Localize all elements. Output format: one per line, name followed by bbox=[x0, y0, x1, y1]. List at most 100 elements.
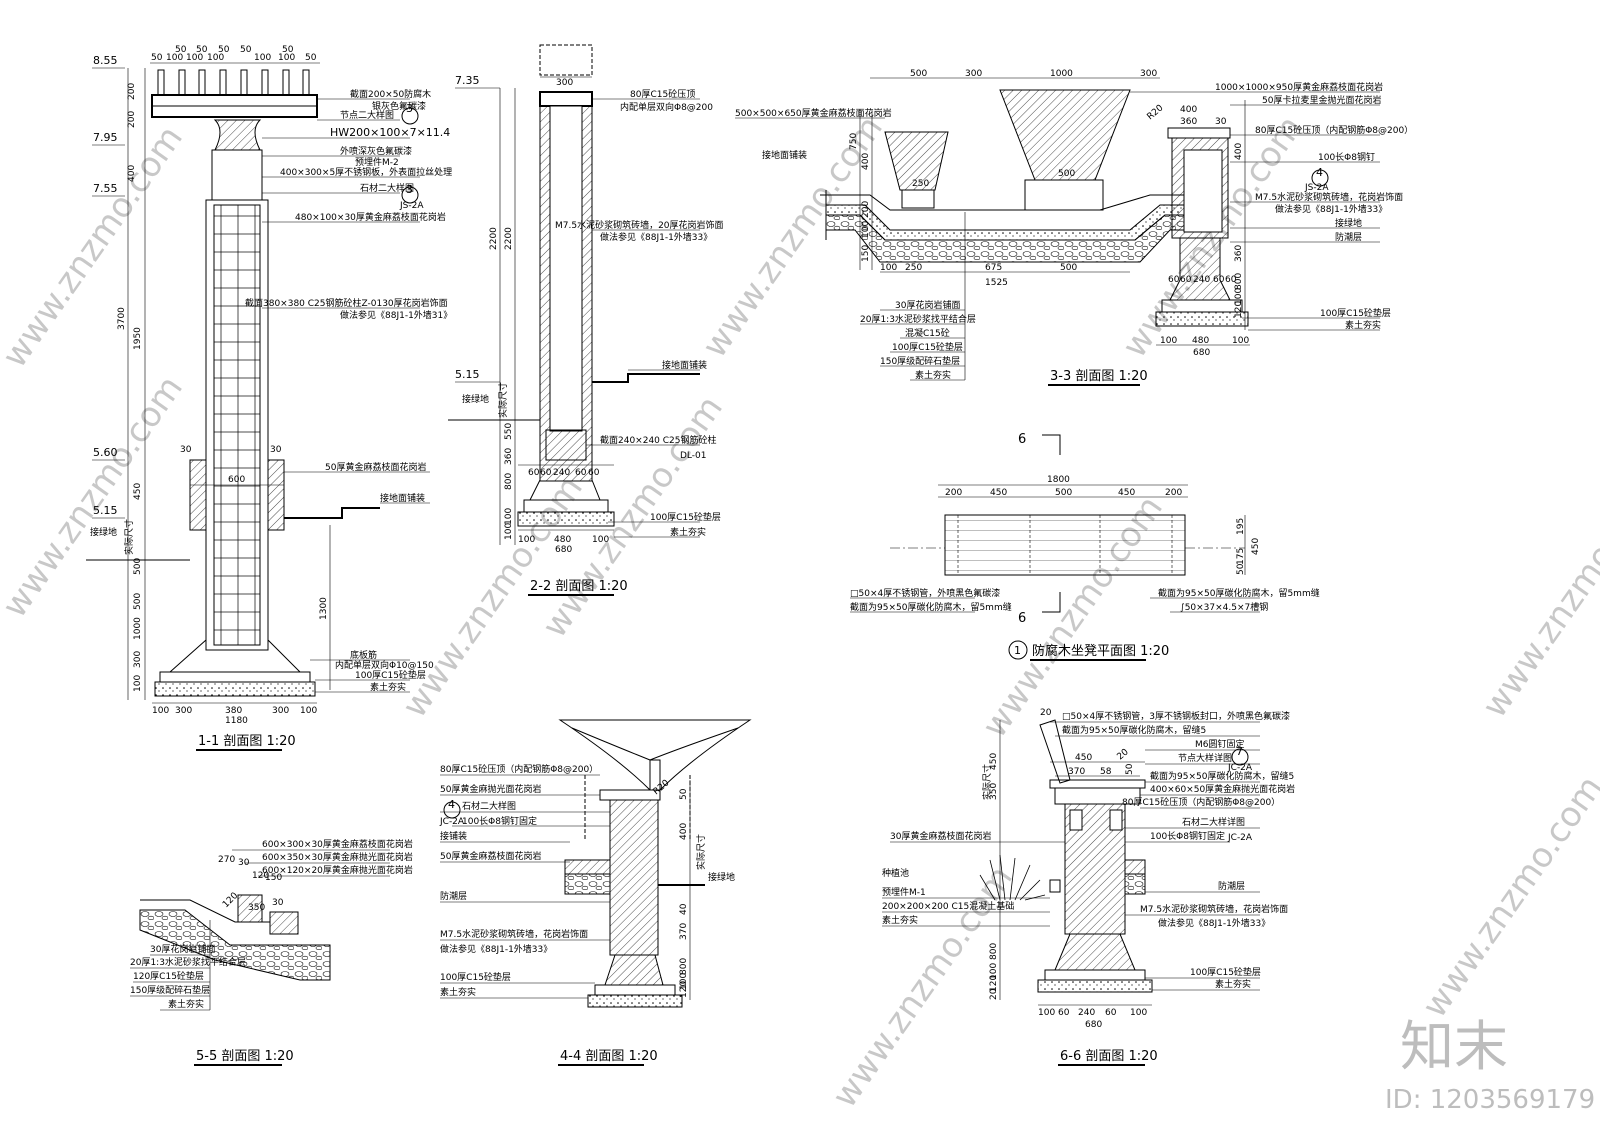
callout-text: 80厚C15砼压顶（内配钢筋Φ8@200） bbox=[1255, 124, 1413, 136]
callout-text: 截面380×380 C25钢筋砼柱Z-0130厚花岗岩饰面 bbox=[245, 297, 448, 309]
callout-text: DL-01 bbox=[680, 451, 707, 461]
dim-label: 195 bbox=[1236, 518, 1246, 535]
dim-label: 100 bbox=[207, 53, 224, 63]
callout-text: 200×200×200 C15混凝土基础 bbox=[882, 900, 1014, 912]
dim-label: 1525 bbox=[985, 278, 1008, 288]
dim-label: 300 bbox=[272, 706, 289, 716]
callouts: □50×4厚不锈钢管，3厚不锈钢板封口，外喷黑色氟碳漆 截面为95×50厚碳化防… bbox=[882, 710, 1295, 991]
dim-label: 150 bbox=[861, 245, 871, 262]
dim-label: 400 bbox=[127, 165, 137, 182]
callout-text: 节点大样详图 bbox=[1178, 752, 1232, 764]
dim-label: 300 bbox=[965, 69, 982, 79]
callout-text: 100长Φ8钢钉 bbox=[1318, 151, 1375, 163]
dim-label: 300 bbox=[133, 651, 143, 668]
callout-text: 做法参见《88J1-1外墙33》 bbox=[600, 231, 712, 243]
dim-label: 500 bbox=[910, 69, 927, 79]
image-id-text: ID: 1203569179 bbox=[1385, 1085, 1595, 1115]
callout-text: 20厚1:3水泥砂浆找平结合层 bbox=[860, 313, 976, 325]
section-title: 2-2 剖面图 1:20 bbox=[530, 579, 628, 594]
dim-label: 100 bbox=[592, 535, 609, 545]
callout-text: 素土夯实 bbox=[370, 681, 406, 693]
callout-text: 80厚C15砼压顶 bbox=[630, 88, 695, 100]
callout-text: 接铺装 bbox=[440, 830, 467, 842]
dim-label: 400 bbox=[679, 823, 689, 840]
callout-text: 实际尺寸 bbox=[497, 382, 509, 418]
dim-label: 240 bbox=[553, 468, 570, 478]
section-title: 防腐木坐凳平面图 1:20 bbox=[1032, 643, 1169, 659]
dim-label: 300 bbox=[175, 706, 192, 716]
dim-label: 100 bbox=[679, 973, 689, 990]
dim-label: 100 bbox=[133, 675, 143, 692]
callout-text: ∫50×37×4.5×7槽钢 bbox=[1180, 601, 1268, 613]
elevation-marks: 8.55 7.95 7.55 5.60 5.15 bbox=[92, 54, 125, 519]
callout-text: 接地面铺装 bbox=[762, 149, 807, 161]
callout-text: 150厚级配碎石垫层 bbox=[130, 984, 210, 996]
callout-text: M7.5水泥砂浆砌筑砖墙，花岗岩饰面 bbox=[1255, 191, 1403, 203]
dim-label: 50 bbox=[151, 53, 163, 63]
callout-text: 截面为95×50厚碳化防腐木，留5mm缝 bbox=[1158, 587, 1320, 599]
watermark-site: www.znzmo.com bbox=[1475, 469, 1600, 725]
dim-label: 200 bbox=[945, 488, 962, 498]
dim-label: 50 bbox=[240, 45, 252, 55]
callout-text: 400×300×5厚不锈钢板，外表面拉丝处理 bbox=[280, 166, 452, 178]
callout-text: 480×100×30厚黄金麻荔枝面花岗岩 bbox=[295, 211, 446, 223]
dim-label: 450 bbox=[990, 488, 1007, 498]
elevation-label: 7.55 bbox=[93, 182, 118, 195]
dim-label: 60 bbox=[1225, 275, 1237, 285]
callout-text: 截面为95×50厚碳化防腐木，留缝5 bbox=[1062, 724, 1206, 736]
callouts: □50×4厚不锈钢管，外喷黑色氟碳漆 截面为95×50厚碳化防腐木，留5mm缝 … bbox=[850, 587, 1320, 613]
dim-label: 370 bbox=[679, 923, 689, 940]
detail-symbol-ref: JC-2A bbox=[1227, 833, 1253, 843]
callout-text: 20厚1:3水泥砂浆找平结合层 bbox=[130, 956, 246, 968]
dim-label: 30 bbox=[270, 445, 282, 455]
callouts: 1000×1000×950厚黄金麻荔枝面花岗岩 500×500×650厚黄金麻荔… bbox=[735, 81, 1413, 381]
callout-text: 500×500×650厚黄金麻荔枝面花岗岩 bbox=[735, 107, 892, 119]
callout-text: 素土夯实 bbox=[1215, 978, 1251, 990]
detail-symbol-num: 4 bbox=[448, 798, 455, 811]
callout-text: 节点二大样图 bbox=[340, 109, 394, 121]
dim-label: 270 bbox=[218, 855, 235, 865]
detail-symbol-ref: JS-2A bbox=[1304, 183, 1329, 193]
callout-text: 600×350×30厚黄金麻抛光面花岗岩 bbox=[262, 851, 413, 863]
dim-label: 500 bbox=[133, 593, 143, 610]
section-3-3: 500 300 1000 300 250 500 100 480 100 680… bbox=[735, 69, 1413, 386]
dim-label: 120 bbox=[679, 981, 689, 998]
dim-label: 480 bbox=[1192, 336, 1209, 346]
callout-text: 100厚C15砼垫层 bbox=[1320, 307, 1391, 319]
dim-label: 2200 bbox=[504, 227, 514, 250]
callout-text: 接绿地 bbox=[462, 393, 489, 405]
callout-text: 100长Φ8钢钉固定 bbox=[1150, 830, 1225, 842]
callout-text: 素土夯实 bbox=[915, 369, 951, 381]
callout-text: 30厚黄金麻荔枝面花岗岩 bbox=[890, 830, 991, 842]
dim-label: 400 bbox=[1180, 105, 1197, 115]
callout-text: 素土夯实 bbox=[670, 526, 706, 538]
callout-text: 80厚C15砼压顶（内配钢筋Φ8@200） bbox=[1122, 796, 1280, 808]
dim-label: 400 bbox=[861, 153, 871, 170]
callout-text: 做法参见《88J1-1外墙33》 bbox=[440, 943, 552, 955]
callout-text: 接绿地 bbox=[90, 526, 117, 538]
brand-logo-text: 知末 bbox=[1400, 1015, 1508, 1078]
dim-label: 600 bbox=[228, 475, 245, 485]
dim-label: 20 bbox=[1116, 747, 1131, 762]
callout-text: 内配单层双向Φ8@200 bbox=[620, 101, 713, 113]
dim-label: 800 bbox=[1234, 273, 1244, 290]
dim-label: 50 bbox=[1125, 763, 1135, 775]
elevation-label: 7.95 bbox=[93, 131, 118, 144]
callouts: 截面200×50防腐木 银灰色氟碳漆 节点二大样图 3 HW200×100×7×… bbox=[90, 88, 452, 693]
callout-text: 30厚花岗岩铺面 bbox=[895, 299, 960, 311]
callout-text: 外喷深灰色氟碳漆 bbox=[340, 145, 412, 157]
callout-text: M7.5水泥砂浆砌筑砖墙，20厚花岗岩饰面 bbox=[555, 219, 724, 231]
dim-label: 40 bbox=[679, 903, 689, 915]
dim-label: 20 bbox=[989, 988, 999, 1000]
dim-label: 350 bbox=[989, 783, 999, 800]
callout-text: 截面240×240 C25钢筋砼柱 bbox=[600, 434, 717, 446]
plant-icon bbox=[979, 854, 1046, 901]
dim-label: 60 bbox=[528, 468, 540, 478]
bench-plan: 6 6 1800 200 450 500 450 200 195 50 175 … bbox=[850, 432, 1320, 661]
dim-label: 100 bbox=[166, 53, 183, 63]
callout-text: 100厚C15砼垫层 bbox=[650, 511, 721, 523]
dim-label: 30 bbox=[272, 898, 284, 908]
callout-text: 做法参见《88J1-1外墙31》 bbox=[340, 309, 452, 321]
dim-label: 100 bbox=[989, 963, 999, 980]
callout-text: 做法参见《88J1-1外墙33》 bbox=[1275, 203, 1387, 215]
